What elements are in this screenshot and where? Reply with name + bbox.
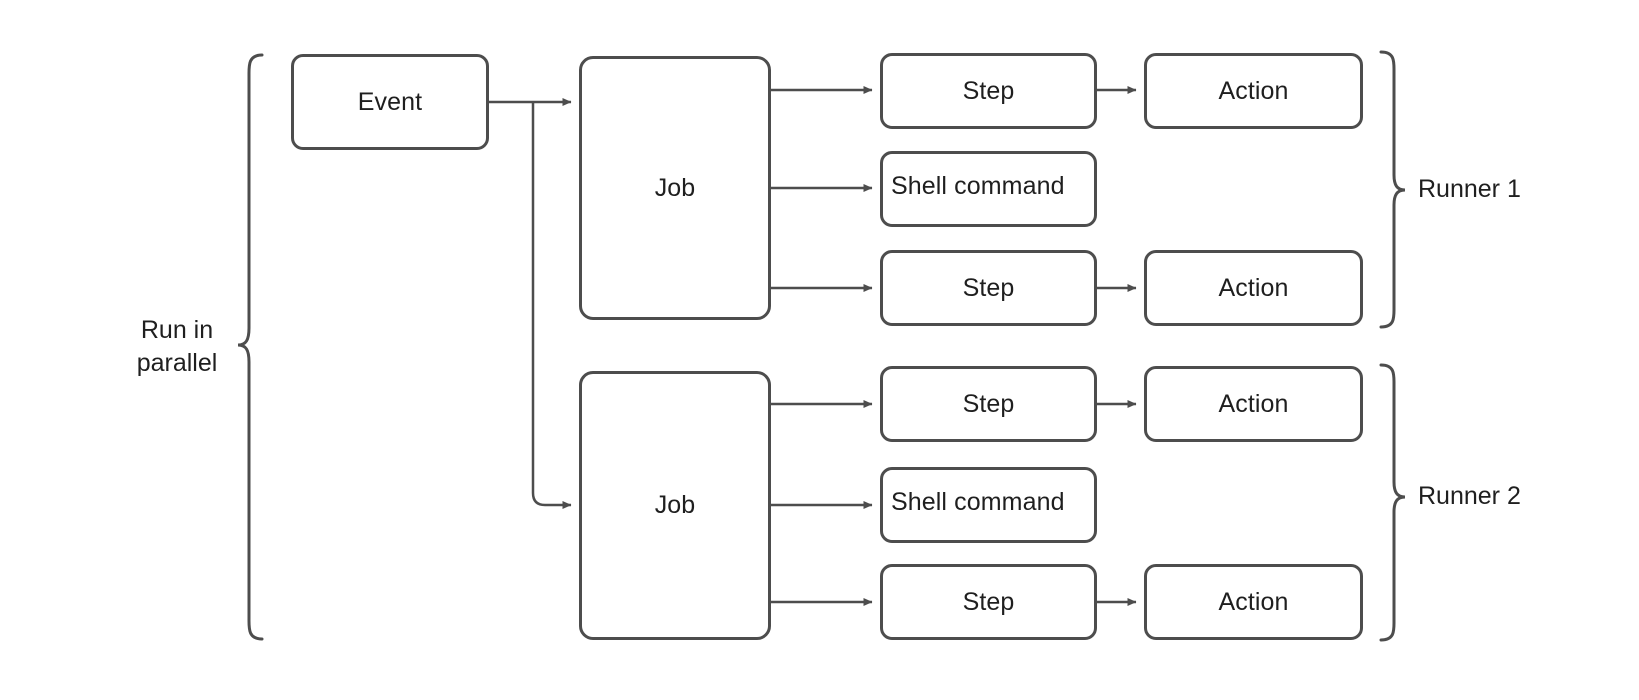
node-action-1-runner-1-label: Action <box>1218 76 1289 105</box>
node-action-1-runner-2-label: Action <box>1218 389 1289 418</box>
node-step-1-runner-2-label: Step <box>962 389 1015 418</box>
node-event[interactable]: Event <box>291 54 489 150</box>
node-step-1-runner-1[interactable]: Step <box>880 53 1097 129</box>
node-action-2-runner-2-label: Action <box>1218 587 1289 616</box>
node-step-2-runner-2-label: Step <box>962 587 1015 616</box>
brace-run-in-parallel <box>237 53 264 641</box>
brace-runner-2 <box>1379 363 1406 642</box>
node-step-2-runner-2[interactable]: Step <box>880 564 1097 640</box>
node-step-1-runner-1-label: Step <box>962 76 1015 105</box>
node-job-1[interactable]: Job <box>579 56 771 320</box>
label-runner-1: Runner 1 <box>1418 175 1521 203</box>
label-runner-2: Runner 2 <box>1418 482 1521 510</box>
node-action-2-runner-1[interactable]: Action <box>1144 250 1363 326</box>
node-shell-command-runner-2[interactable]: Shell command <box>880 467 1097 543</box>
node-shell-command-runner-2-label: Shell command <box>891 488 1065 516</box>
label-run-in-parallel: Run in parallel <box>136 316 218 377</box>
node-job-2[interactable]: Job <box>579 371 771 640</box>
brace-runner-1 <box>1379 50 1406 329</box>
node-action-2-runner-1-label: Action <box>1218 273 1289 302</box>
node-job-1-label: Job <box>654 173 696 202</box>
node-action-1-runner-2[interactable]: Action <box>1144 366 1363 442</box>
node-step-2-runner-1-label: Step <box>962 273 1015 302</box>
node-action-2-runner-2[interactable]: Action <box>1144 564 1363 640</box>
node-step-1-runner-2[interactable]: Step <box>880 366 1097 442</box>
node-shell-command-runner-1[interactable]: Shell command <box>880 151 1097 227</box>
node-event-label: Event <box>357 87 423 116</box>
node-step-2-runner-1[interactable]: Step <box>880 250 1097 326</box>
connector-event-to-job2 <box>531 102 572 509</box>
node-shell-command-runner-1-label: Shell command <box>891 172 1065 200</box>
node-job-2-label: Job <box>654 491 696 520</box>
node-action-1-runner-1[interactable]: Action <box>1144 53 1363 129</box>
